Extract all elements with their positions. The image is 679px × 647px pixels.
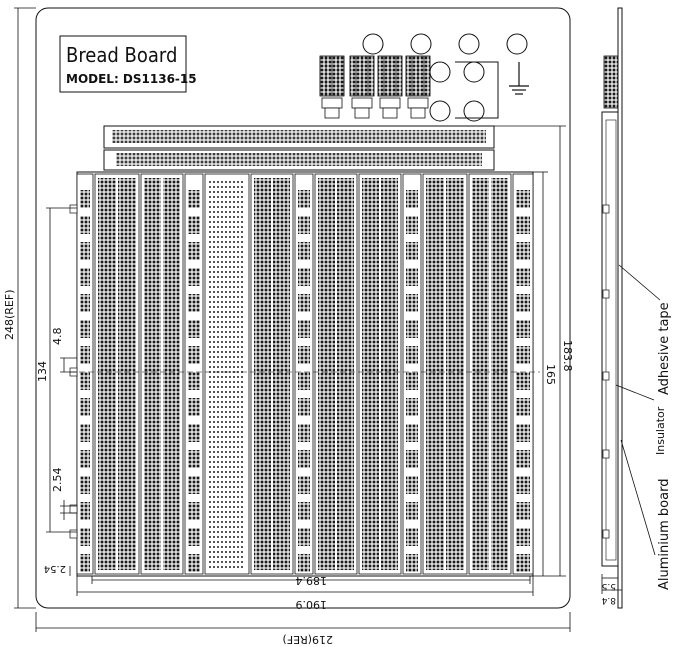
binding-post-icon (319, 55, 345, 119)
side-label-leaders (615, 264, 661, 556)
binding-post-profile (603, 55, 619, 109)
mounting-holes (362, 33, 528, 122)
binding-post-icon (349, 55, 375, 119)
binding-post-icon (377, 55, 403, 119)
power-rail-column (402, 173, 422, 575)
dim-overall-width: 219(REF) (283, 633, 334, 646)
terminal-strip-column (250, 173, 294, 575)
mount-hole-1 (362, 33, 384, 55)
board-title: Bread Board (66, 43, 177, 67)
dim-overall-height: 248(REF) (3, 290, 16, 341)
mount-hole-7 (429, 100, 451, 122)
aluminium-plate-profile (617, 7, 623, 609)
terminal-strip-column (468, 173, 512, 575)
mount-hole-8 (463, 100, 485, 122)
mount-hole-2 (410, 33, 432, 55)
dim-4-8: 4.8 (51, 328, 64, 346)
top-bus-strip-2 (103, 149, 495, 171)
board-model: MODEL: DS1136-15 (66, 72, 197, 86)
power-rail-column (512, 173, 534, 575)
edge-connector (69, 529, 78, 539)
title-panel: Bread Board MODEL: DS1136-15 (59, 35, 197, 93)
adhesive-tape-label: Adhesive tape (657, 302, 672, 395)
insulator-label: Insulator (654, 406, 667, 455)
dim-190-9: 190.9 (296, 598, 328, 611)
power-rail-column (76, 173, 94, 575)
terminal-strip-column (94, 173, 140, 575)
dim-2-54-pitch: 2.54 (51, 468, 64, 493)
terminal-bracket (455, 61, 499, 119)
mount-hole-3 (458, 33, 480, 55)
binding-post-icon (405, 55, 431, 119)
side-profile-view (601, 7, 623, 609)
ground-symbol-icon (509, 62, 529, 95)
dimension-lines (14, 7, 623, 632)
binding-posts (319, 55, 431, 119)
aluminium-board-label: Aluminium board (657, 479, 672, 590)
breadboard-profile (601, 111, 619, 567)
dim-thickness-8-4: 8.4 (601, 595, 616, 605)
mount-hole-5 (429, 61, 451, 83)
mount-hole-6 (463, 61, 485, 83)
dim-183-8: 183.8 (561, 340, 574, 372)
power-rail-column (294, 173, 314, 575)
dim-189-4: 189.4 (296, 574, 328, 587)
dim-2-54-bottom: 2.54 (44, 563, 66, 574)
terminal-strip-column (358, 173, 402, 575)
dim-134: 134 (36, 361, 49, 382)
dim-thickness-5-5: 5.5 (602, 581, 616, 591)
mount-hole-4 (506, 33, 528, 55)
terminal-strip-column (314, 173, 358, 575)
dim-165: 165 (544, 364, 557, 385)
terminal-strip-column (140, 173, 184, 575)
top-bus-strip-1 (103, 125, 495, 149)
breadboard-columns (69, 173, 534, 575)
terminal-strip-column (422, 173, 468, 575)
edge-connector (69, 204, 78, 214)
terminal-strip-column (204, 173, 250, 575)
power-rail-column (184, 173, 204, 575)
